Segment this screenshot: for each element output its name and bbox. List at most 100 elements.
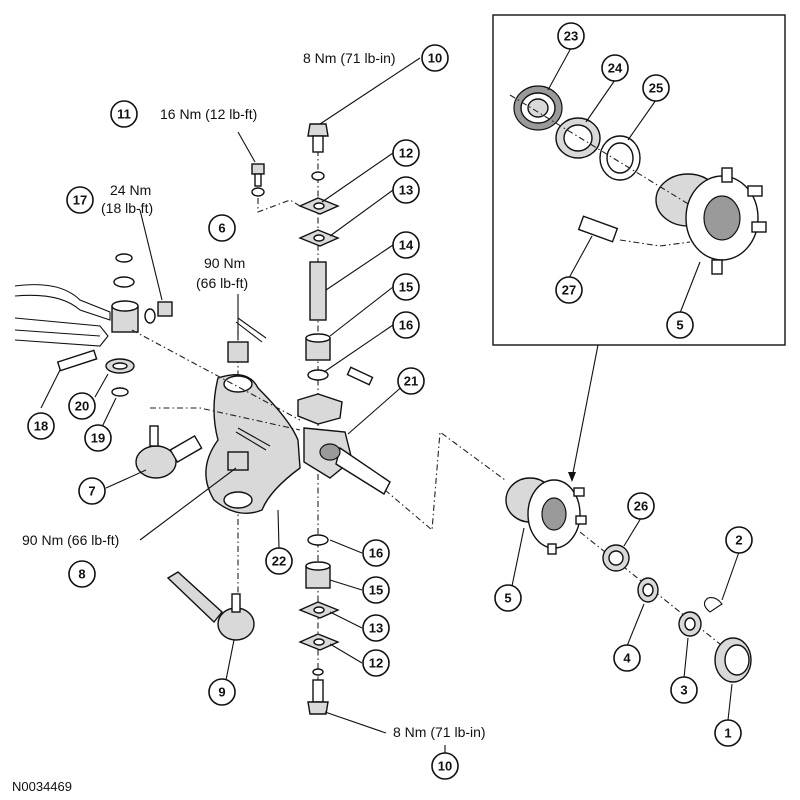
callout-27: 27 xyxy=(555,276,583,304)
castle-nut-6-part xyxy=(227,341,249,363)
callout-20: 20 xyxy=(68,392,96,420)
sleeve-part xyxy=(111,253,139,333)
svg-text:4: 4 xyxy=(623,651,631,666)
svg-text:19: 19 xyxy=(91,431,105,446)
svg-text:6: 6 xyxy=(218,221,225,236)
tie-rod-end-9-part xyxy=(166,571,255,641)
torque-10-bottom-label: 8 Nm (71 lb-in) xyxy=(393,724,486,740)
cotter-pin-2-part xyxy=(703,597,723,613)
torque-11-label: 16 Nm (12 lb-ft) xyxy=(160,106,257,122)
callout-12-top: 12 xyxy=(392,139,420,167)
bolt-10-bottom-part xyxy=(307,679,329,715)
bearing-4-part xyxy=(637,577,659,603)
callout-2: 2 xyxy=(725,526,753,554)
callout-12-bottom: 12 xyxy=(362,649,390,677)
shim-plate-12-bottom-part xyxy=(298,633,340,651)
svg-text:27: 27 xyxy=(562,283,576,298)
svg-text:5: 5 xyxy=(504,591,511,606)
callout-15-top: 15 xyxy=(392,273,420,301)
callout-25: 25 xyxy=(642,74,670,102)
callout-13-top: 13 xyxy=(392,176,420,204)
callout-21: 21 xyxy=(397,367,425,395)
callout-15-bottom: 15 xyxy=(362,576,390,604)
bearing-23-part xyxy=(513,85,563,131)
svg-text:14: 14 xyxy=(399,238,414,253)
hub-inset-part xyxy=(655,167,767,275)
nut-17-part xyxy=(157,301,173,317)
torque-10-top-label: 8 Nm (71 lb-in) xyxy=(303,50,396,66)
callout-18: 18 xyxy=(27,412,55,440)
callout-8: 8 xyxy=(68,560,96,588)
steering-arm-22-part xyxy=(205,374,301,514)
svg-text:22: 22 xyxy=(272,554,286,569)
callout-4: 4 xyxy=(613,644,641,672)
callout-26: 26 xyxy=(627,492,655,520)
svg-text:20: 20 xyxy=(75,399,89,414)
callout-16-bottom: 16 xyxy=(362,539,390,567)
svg-text:13: 13 xyxy=(399,183,413,198)
svg-text:12: 12 xyxy=(369,656,383,671)
nut-3-part xyxy=(678,611,702,637)
svg-text:25: 25 xyxy=(649,81,663,96)
bolt-11-part xyxy=(251,163,265,197)
washer-20-part xyxy=(105,358,135,374)
torque-6-line1-label: 90 Nm xyxy=(204,255,245,271)
callout-16-top: 16 xyxy=(392,311,420,339)
bushing-15-bottom-part xyxy=(305,561,331,589)
svg-text:16: 16 xyxy=(399,318,413,333)
svg-text:5: 5 xyxy=(676,318,683,333)
pin-18-part xyxy=(56,349,98,372)
callout-6: 6 xyxy=(208,214,236,242)
callout-1: 1 xyxy=(714,719,742,747)
callout-7: 7 xyxy=(78,477,106,505)
callout-11: 11 xyxy=(110,100,138,128)
inset-detail-frame xyxy=(492,14,786,346)
torque-8-label: 90 Nm (66 lb-ft) xyxy=(22,532,119,548)
svg-text:10: 10 xyxy=(438,759,452,774)
svg-text:3: 3 xyxy=(680,683,687,698)
torque-17-line1-label: 24 Nm xyxy=(110,182,151,198)
svg-text:1: 1 xyxy=(724,726,731,741)
svg-text:2: 2 xyxy=(735,533,742,548)
figure-id-label: N0034469 xyxy=(12,779,72,794)
svg-text:16: 16 xyxy=(369,546,383,561)
callout-14: 14 xyxy=(392,231,420,259)
svg-text:13: 13 xyxy=(369,621,383,636)
svg-text:21: 21 xyxy=(404,374,418,389)
svg-text:26: 26 xyxy=(634,499,648,514)
castle-nut-8-part xyxy=(227,451,249,471)
callout-24: 24 xyxy=(601,54,629,82)
kingpin-14-part xyxy=(309,261,327,321)
svg-text:15: 15 xyxy=(399,280,413,295)
svg-text:17: 17 xyxy=(73,193,87,208)
svg-text:23: 23 xyxy=(564,29,578,44)
callout-9: 9 xyxy=(208,678,236,706)
svg-text:7: 7 xyxy=(88,484,95,499)
callout-10-top: 10 xyxy=(421,44,449,72)
bearing-cup-24-part xyxy=(555,117,601,159)
callout-13-bottom: 13 xyxy=(362,614,390,642)
svg-text:24: 24 xyxy=(608,61,623,76)
bearing-race-26-part xyxy=(602,544,630,572)
svg-text:11: 11 xyxy=(117,107,131,122)
callout-3: 3 xyxy=(670,676,698,704)
callout-10-bottom: 10 xyxy=(431,752,459,780)
shim-plate-13-bottom-part xyxy=(298,601,340,619)
bushing-15-top-part xyxy=(305,333,331,361)
callout-5-main: 5 xyxy=(494,584,522,612)
hub-main-part xyxy=(505,477,587,555)
svg-text:8: 8 xyxy=(78,567,85,582)
torque-17-line2-label: (18 lb-ft) xyxy=(101,200,153,216)
svg-text:18: 18 xyxy=(34,419,48,434)
svg-text:10: 10 xyxy=(428,51,442,66)
svg-text:9: 9 xyxy=(218,685,225,700)
callout-23: 23 xyxy=(557,22,585,50)
bolt-10-top-part xyxy=(307,123,329,153)
callout-22: 22 xyxy=(265,547,293,575)
shim-plate-12-top-part xyxy=(298,197,340,215)
svg-text:12: 12 xyxy=(399,146,413,161)
shim-plate-13-top-part xyxy=(298,229,340,247)
steering-knuckle-21-part xyxy=(297,393,391,496)
callout-17: 17 xyxy=(66,186,94,214)
